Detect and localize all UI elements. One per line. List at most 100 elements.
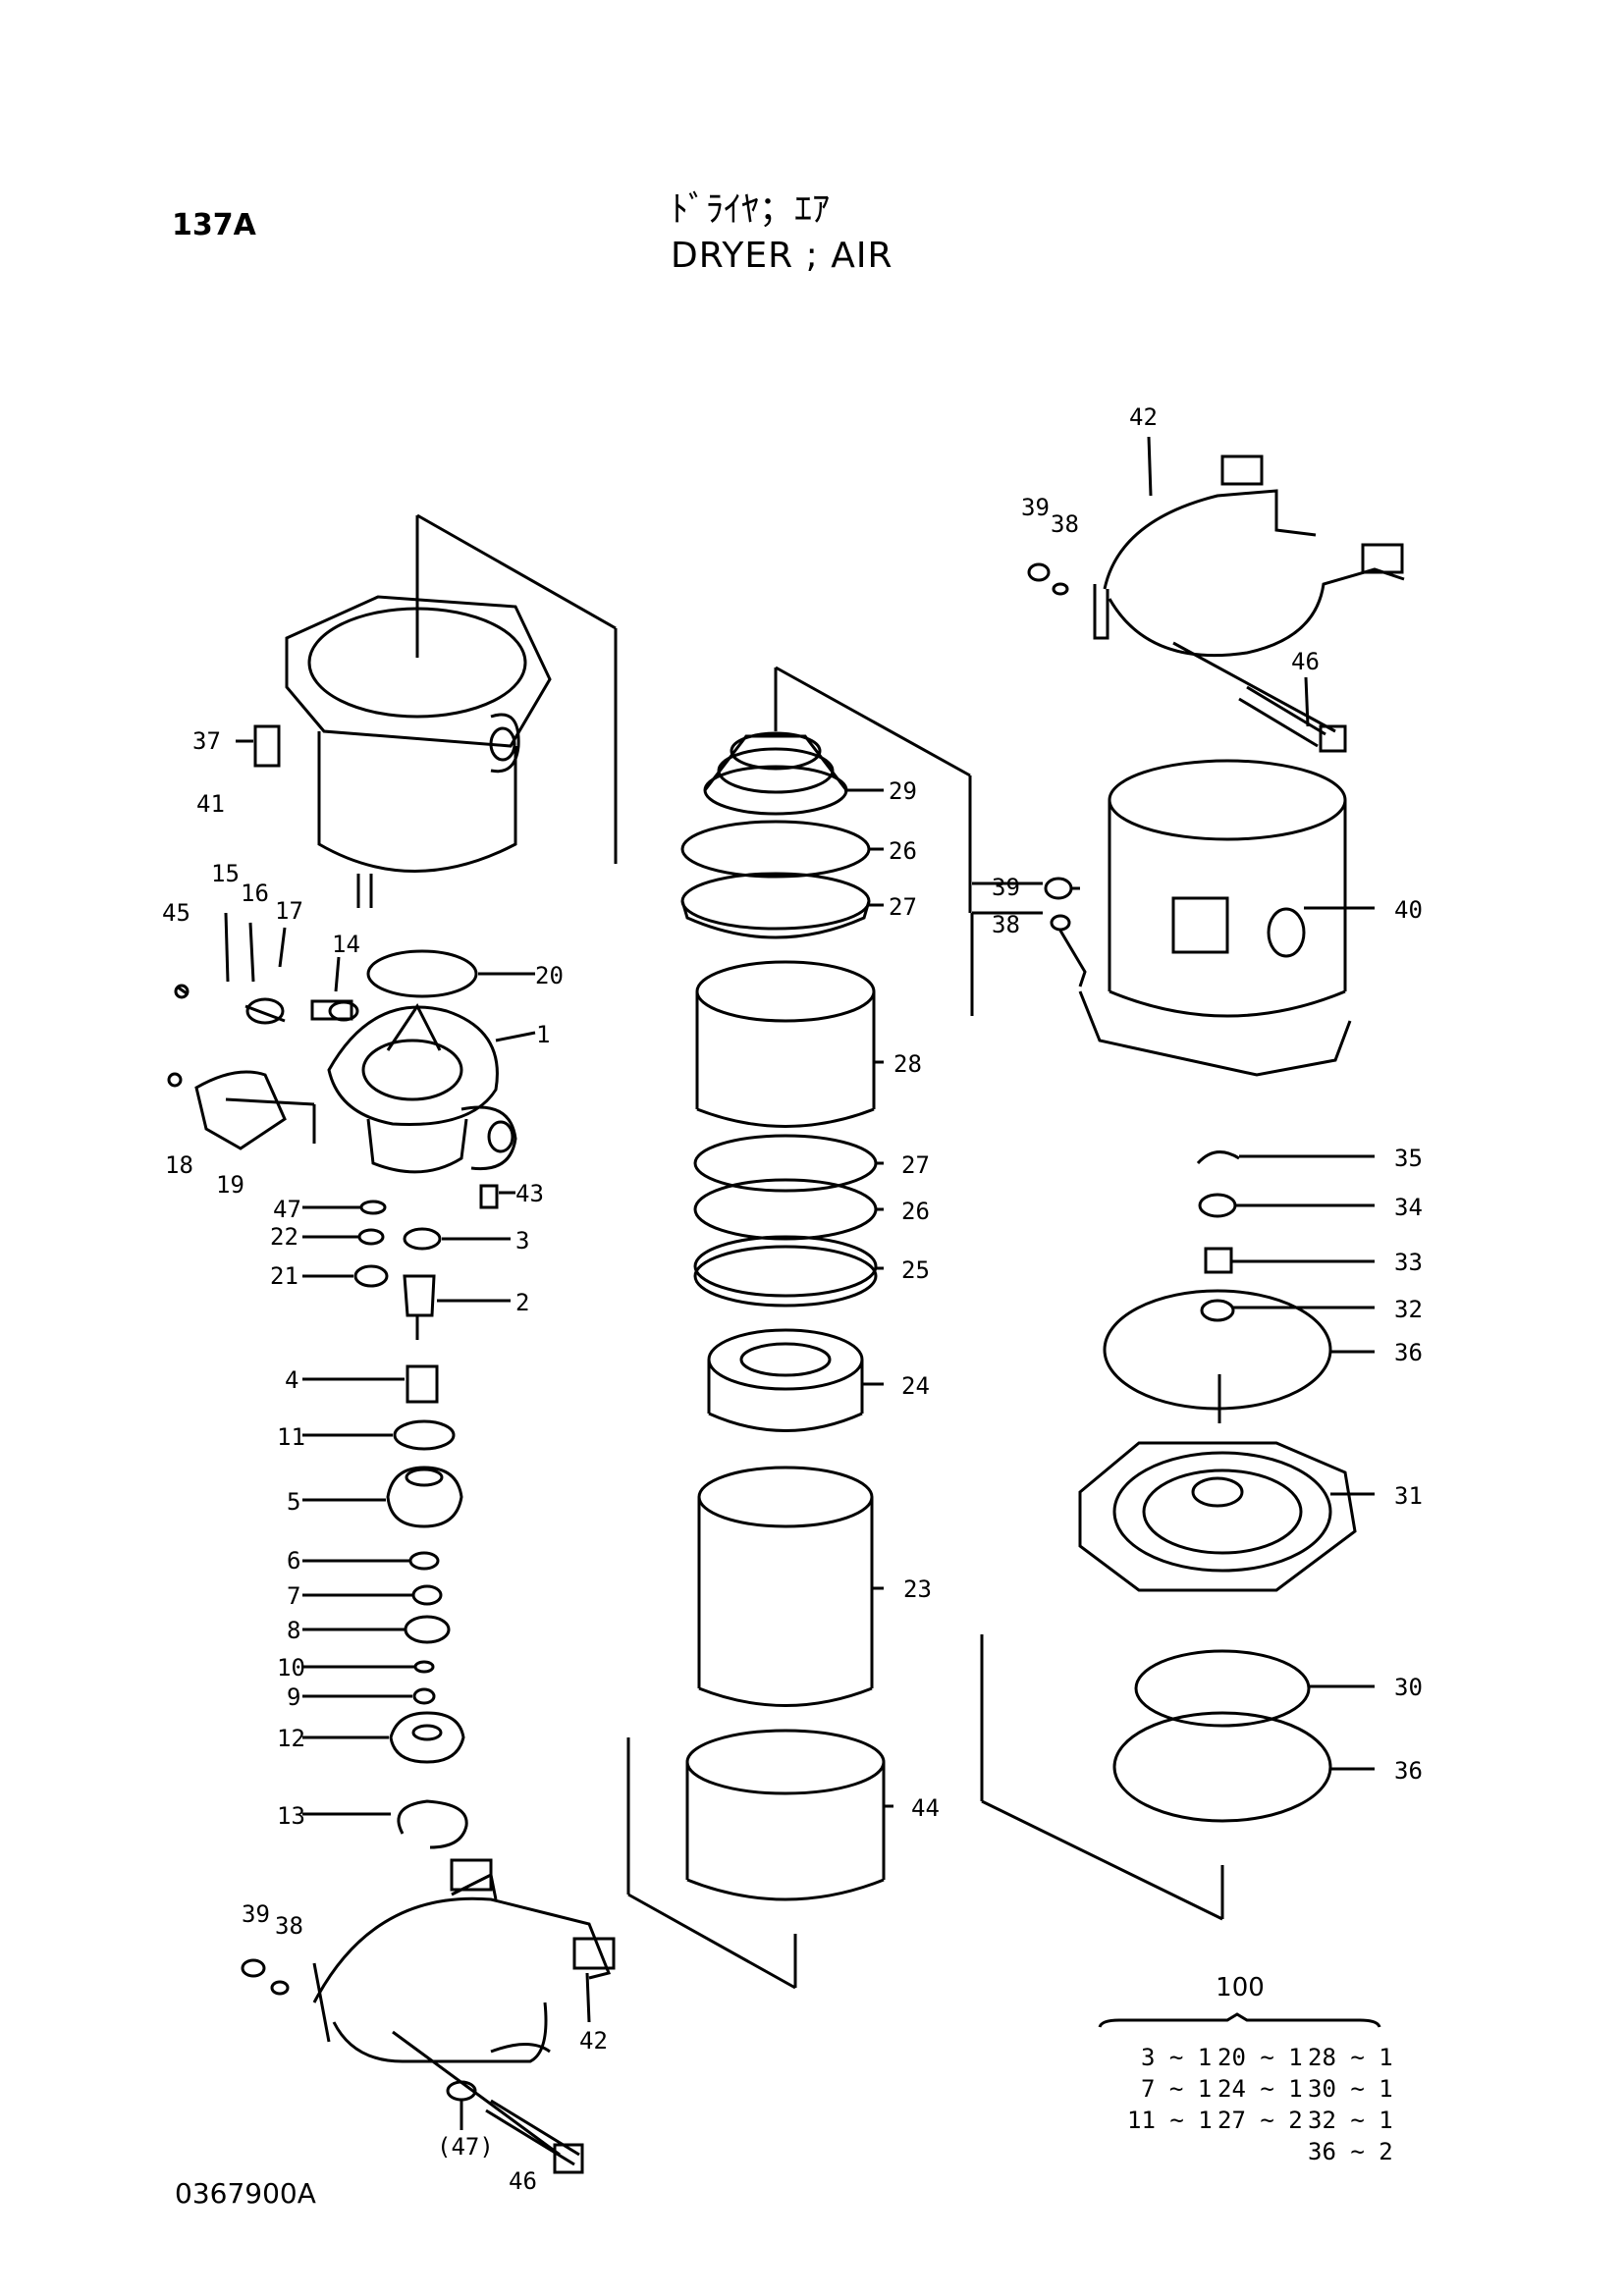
part-25-ring bbox=[693, 1235, 884, 1308]
part-26-plate-upper bbox=[680, 820, 884, 879]
kit-item: 28 ~ 1 bbox=[1308, 2044, 1393, 2071]
part-29-spring bbox=[703, 666, 972, 913]
callout-27-upper: 27 bbox=[889, 893, 917, 921]
callout-47-paren: (47) bbox=[437, 2133, 494, 2161]
callout-7: 7 bbox=[287, 1582, 300, 1610]
title-english: DRYER ; AIR bbox=[671, 236, 893, 276]
drawing-code: 0367900A bbox=[175, 2177, 316, 2210]
callout-23: 23 bbox=[903, 1575, 932, 1603]
callout-33: 33 bbox=[1394, 1249, 1423, 1276]
callout-30: 30 bbox=[1394, 1674, 1423, 1701]
callout-21: 21 bbox=[270, 1262, 298, 1290]
part-37-bolt bbox=[236, 724, 281, 768]
callout-31: 31 bbox=[1394, 1482, 1423, 1510]
callout-17: 17 bbox=[275, 897, 303, 925]
callout-44: 44 bbox=[911, 1794, 940, 1822]
callout-24: 24 bbox=[901, 1372, 930, 1400]
callout-42-upper: 42 bbox=[1129, 403, 1158, 431]
part-27-pad-upper bbox=[680, 872, 884, 939]
part-44-mesh bbox=[626, 1729, 893, 1990]
kit-item: 3 ~ 1 bbox=[1141, 2044, 1213, 2071]
part-23-cartridge-case bbox=[697, 1466, 884, 1707]
callout-38-lower: 38 bbox=[275, 1912, 303, 1940]
part-30-oring bbox=[1134, 1649, 1375, 1728]
part-42-bracket-upper bbox=[1027, 436, 1405, 753]
callout-38-right: 38 bbox=[992, 911, 1020, 938]
part-40-canister bbox=[970, 759, 1375, 1077]
callout-16: 16 bbox=[241, 880, 269, 907]
callout-46-upper: 46 bbox=[1291, 648, 1320, 675]
kit-bracket bbox=[1098, 2012, 1381, 2028]
part-1-valve-body bbox=[327, 1003, 536, 1174]
callout-32: 32 bbox=[1394, 1296, 1423, 1323]
callout-14: 14 bbox=[332, 931, 360, 958]
callout-40: 40 bbox=[1394, 896, 1423, 924]
callout-26-lower: 26 bbox=[901, 1198, 930, 1225]
callout-9: 9 bbox=[287, 1683, 300, 1711]
callout-34: 34 bbox=[1394, 1194, 1423, 1221]
callout-13: 13 bbox=[277, 1802, 305, 1830]
parts-35-32-valve bbox=[1196, 1150, 1375, 1322]
part-28-desiccant bbox=[695, 960, 884, 1128]
part-42-bracket-lower bbox=[241, 1858, 616, 2174]
callout-27-lower: 27 bbox=[901, 1151, 930, 1179]
callout-3: 3 bbox=[515, 1227, 529, 1255]
callout-1: 1 bbox=[536, 1021, 550, 1048]
callout-42-lower: 42 bbox=[579, 2027, 608, 2055]
callout-46-lower: 46 bbox=[509, 2167, 537, 2195]
callout-47: 47 bbox=[273, 1196, 301, 1223]
parts-4-11-5 bbox=[302, 1364, 463, 1528]
callout-12: 12 bbox=[277, 1725, 305, 1752]
callout-5: 5 bbox=[287, 1488, 300, 1516]
callout-2: 2 bbox=[515, 1289, 529, 1316]
part-31-base-plate bbox=[1078, 1441, 1375, 1592]
callout-20: 20 bbox=[535, 962, 564, 989]
part-24-filter bbox=[707, 1328, 884, 1432]
part-36-oring-lower bbox=[980, 1634, 1375, 1921]
kit-item: 30 ~ 1 bbox=[1308, 2075, 1393, 2103]
callout-18: 18 bbox=[165, 1151, 193, 1179]
figure-number: 137A bbox=[172, 208, 256, 242]
title-japanese: ﾄﾞﾗｲﾔ；ｴｱ bbox=[671, 189, 831, 230]
part-36-oring-upper bbox=[1103, 1289, 1375, 1423]
callout-36-upper: 36 bbox=[1394, 1339, 1423, 1366]
parts-small-left bbox=[302, 1184, 515, 1340]
callout-36-lower: 36 bbox=[1394, 1757, 1423, 1785]
part-26-plate-lower bbox=[693, 1178, 884, 1241]
callout-35: 35 bbox=[1394, 1145, 1423, 1172]
part-41-housing bbox=[285, 513, 618, 908]
callout-29: 29 bbox=[889, 777, 917, 805]
kit-item: 24 ~ 1 bbox=[1217, 2075, 1303, 2103]
kit-item: 11 ~ 1 bbox=[1127, 2107, 1213, 2134]
kit-item: 20 ~ 1 bbox=[1217, 2044, 1303, 2071]
callout-28: 28 bbox=[893, 1050, 922, 1078]
callout-19: 19 bbox=[216, 1171, 244, 1199]
parts-14-19-group bbox=[167, 912, 359, 1150]
callout-39-right: 39 bbox=[992, 874, 1020, 901]
callout-11: 11 bbox=[277, 1423, 305, 1451]
callout-38-upper: 38 bbox=[1051, 510, 1079, 538]
kit-item: 27 ~ 2 bbox=[1217, 2107, 1303, 2134]
callout-37: 37 bbox=[192, 727, 221, 755]
part-20-oring bbox=[366, 949, 535, 998]
callout-26-upper: 26 bbox=[889, 837, 917, 865]
kit-item: 7 ~ 1 bbox=[1141, 2075, 1213, 2103]
callout-45: 45 bbox=[162, 899, 190, 927]
callout-6: 6 bbox=[287, 1547, 300, 1575]
callout-39-upper: 39 bbox=[1021, 494, 1050, 521]
kit-number: 100 bbox=[1216, 1973, 1265, 2002]
kit-item: 36 ~ 2 bbox=[1308, 2138, 1393, 2165]
parts-6-13 bbox=[302, 1551, 468, 1849]
callout-labels: 1 2 3 4 5 6 7 8 9 10 11 12 13 14 15 16 1… bbox=[162, 403, 1423, 2195]
callout-39-lower: 39 bbox=[242, 1900, 270, 1928]
callout-41: 41 bbox=[196, 790, 225, 818]
callout-10: 10 bbox=[277, 1654, 305, 1682]
callout-4: 4 bbox=[285, 1366, 298, 1394]
callout-22: 22 bbox=[270, 1223, 298, 1251]
kit-item: 32 ~ 1 bbox=[1308, 2107, 1393, 2134]
part-27-pad-lower bbox=[693, 1134, 884, 1193]
callout-15: 15 bbox=[211, 860, 240, 887]
callout-25: 25 bbox=[901, 1256, 930, 1284]
